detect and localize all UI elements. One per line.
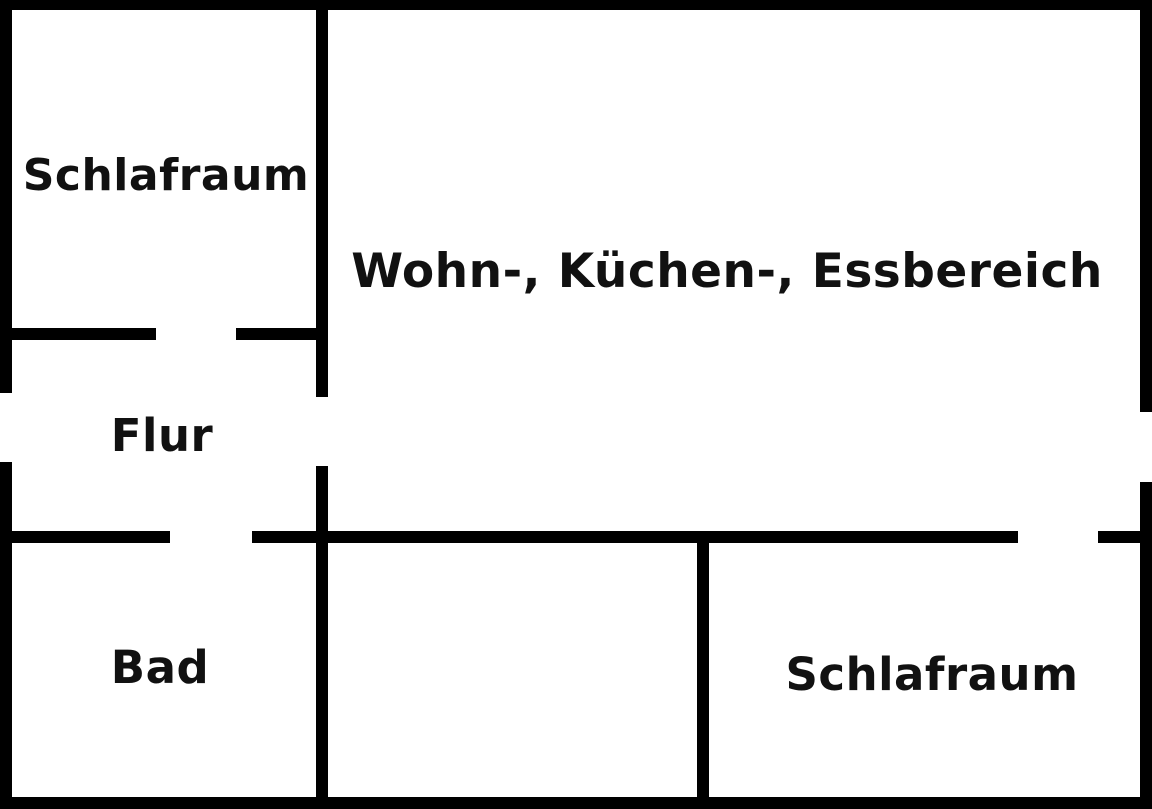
room-label-bedroom-top: Schlafraum xyxy=(23,150,310,201)
wall-hallway-bathroom-left xyxy=(0,531,170,543)
room-label-hallway: Flur xyxy=(111,409,214,462)
outer-wall-top xyxy=(0,0,1152,10)
outer-wall-right-upper xyxy=(1140,0,1152,412)
wall-hallway-bathroom-right xyxy=(252,531,322,543)
room-label-bedroom-bottom: Schlafraum xyxy=(786,648,1079,701)
outer-wall-bottom xyxy=(0,797,1152,809)
interior-wall-vertical-upper xyxy=(316,0,328,397)
wall-living-bottom-right xyxy=(1098,531,1152,543)
wall-living-bottom xyxy=(322,531,1018,543)
wall-bedroom-hallway-right xyxy=(236,328,322,340)
room-label-bathroom: Bad xyxy=(111,641,209,694)
outer-wall-left-upper xyxy=(0,0,12,393)
outer-wall-left-lower xyxy=(0,462,12,809)
interior-wall-vertical-lower xyxy=(316,466,328,809)
wall-bedroom-hallway-left xyxy=(0,328,156,340)
wall-bedroom-bottom-left xyxy=(697,537,709,809)
room-label-living-area: Wohn-, Küchen-, Essbereich xyxy=(351,244,1103,299)
outer-wall-right-lower xyxy=(1140,482,1152,809)
